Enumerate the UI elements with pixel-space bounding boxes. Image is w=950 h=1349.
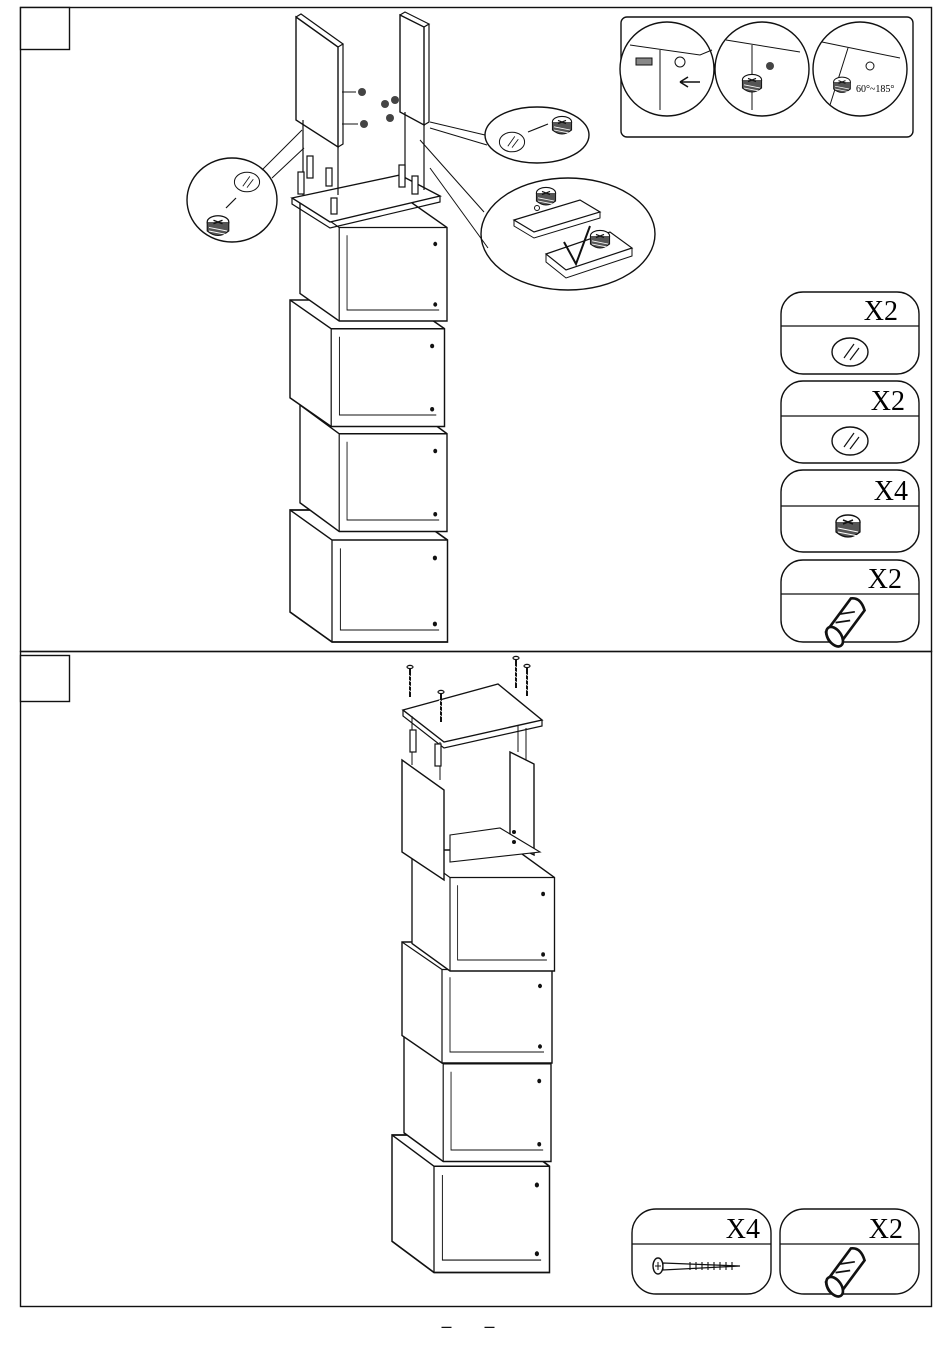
dowel-cap-icon	[832, 338, 868, 366]
cam-lock-instruction-panel: 60°~185°	[620, 17, 913, 137]
part-card-dowel-cap-1: X2	[781, 292, 919, 374]
dowel-cap-icon	[832, 427, 868, 455]
page-number: – –	[0, 1316, 950, 1337]
part-qty-6: X2	[869, 1214, 903, 1245]
step-1-tower	[290, 175, 448, 642]
rotation-angle-label: 60°~185°	[856, 84, 894, 95]
step-1-parts-list: X2 X2 X4 X2	[781, 292, 919, 650]
part-card-wooden-dowel-2: X2	[780, 1209, 919, 1300]
part-card-screw: X4	[632, 1209, 771, 1294]
step-2-badge	[21, 656, 70, 702]
part-card-dowel-cap-2: X2	[781, 381, 919, 463]
step-2-parts-list: X4 X2	[632, 1209, 919, 1300]
callout-cam-lock-right	[430, 107, 589, 163]
part-qty-4: X2	[868, 564, 902, 595]
part-card-cam-lock: X4	[781, 470, 919, 552]
step-2-tower	[392, 684, 555, 1273]
cam-lock-icon	[836, 515, 860, 537]
part-qty-3: X4	[874, 476, 908, 507]
callout-cam-lock-left	[187, 130, 304, 242]
part-qty-5: X4	[726, 1214, 760, 1245]
part-card-wooden-dowel: X2	[781, 560, 919, 650]
part-qty-1: X2	[864, 296, 898, 327]
step-1-badge	[21, 8, 70, 50]
part-qty-2: X2	[871, 386, 905, 417]
